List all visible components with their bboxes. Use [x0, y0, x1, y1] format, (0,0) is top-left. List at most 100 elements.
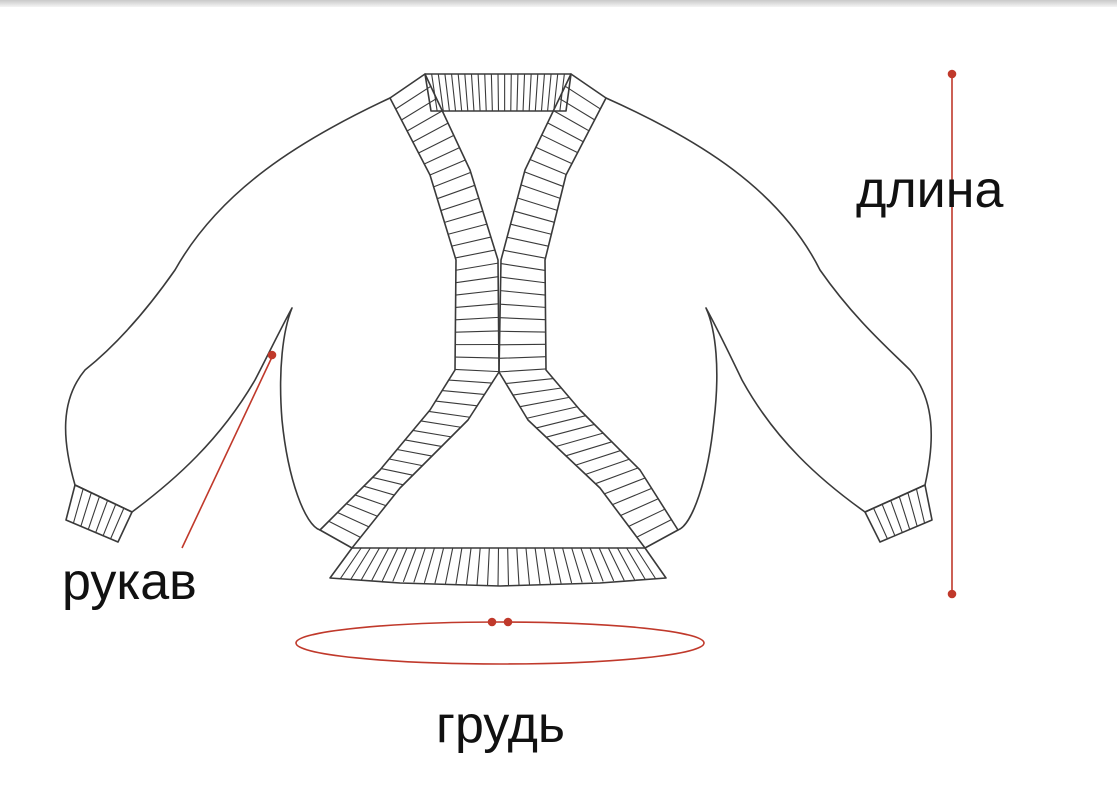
right-band-stripe [499, 290, 546, 296]
left-band-stripe [447, 223, 488, 235]
length-top-dot [947, 69, 957, 79]
hem-rib-stripe [516, 547, 520, 586]
right-band-stripe [547, 122, 584, 143]
hem-rib-stripe [392, 547, 408, 582]
right-band-stripe [503, 249, 547, 259]
right-band-stripe [506, 236, 549, 247]
chest-dot-left [487, 617, 497, 627]
hem-rib-stripe [626, 547, 646, 580]
right-band-stripe [499, 317, 547, 321]
hem-rib-stripe [598, 547, 615, 582]
neck-rib-stripe [450, 73, 457, 112]
left-band-stripe [418, 134, 455, 154]
right-body-sleeve [605, 97, 933, 531]
neck-rib-stripe [540, 73, 546, 112]
hem-rib-stripe [525, 547, 531, 586]
left-band-stripe [400, 98, 438, 121]
left-cuff-stripe [95, 499, 109, 534]
neck-rib-stripe [534, 73, 539, 112]
left-cuff-stripe [110, 507, 125, 540]
right-band-stripe [545, 423, 595, 438]
right-band-stripe [535, 415, 587, 429]
hem-rib-stripe [486, 547, 490, 586]
neck-rib-stripe [528, 73, 532, 112]
left-band-stripe [363, 485, 395, 496]
left-band-stripe [420, 420, 462, 428]
hem-rib-stripe [571, 547, 583, 583]
hem-rib-stripe [580, 547, 594, 583]
right-band-stripe [611, 487, 653, 506]
hem-rib-stripe [476, 547, 481, 586]
neck-rib-stripe [510, 73, 512, 112]
left-band-stripe [395, 85, 432, 110]
left-band-stripe [455, 289, 499, 296]
right-band-stripe [575, 449, 622, 466]
left-band-stripe [406, 110, 443, 132]
cardigan-outline [64, 73, 933, 587]
left-band-stripe [396, 448, 433, 457]
neck-rib-stripe [464, 73, 469, 112]
left-band-stripe [448, 379, 493, 384]
left-band-stripe [454, 356, 500, 359]
left-band-stripe [451, 236, 492, 247]
neck-rib-stripe [470, 73, 475, 112]
length-label: длина [856, 161, 1004, 219]
hem-rib-stripe [423, 547, 435, 583]
right-cuff-stripe [898, 496, 911, 530]
left-band-stripe [440, 197, 480, 212]
neck-rib-stripe [490, 73, 493, 112]
left-band-stripe [345, 503, 378, 517]
right-band-stripe [628, 508, 666, 527]
hem-rib-stripe [635, 547, 657, 580]
left-band-stripe [388, 458, 423, 467]
hem-rib-stripe [413, 547, 426, 583]
hem-rib-stripe [616, 547, 636, 581]
hem-rib-stripe [339, 547, 362, 580]
left-band-stripe [428, 410, 471, 418]
hem-rib-stripe [360, 547, 381, 581]
hem-rib-stripe [552, 547, 562, 584]
neck-rib-stripe [497, 73, 500, 112]
right-band-stripe [520, 184, 561, 199]
left-cuff-stripe [87, 496, 100, 530]
left-band-stripe [412, 429, 452, 438]
left-band-stripe [429, 159, 466, 176]
left-band-stripe [441, 389, 486, 396]
left-band-stripe [372, 476, 404, 486]
left-band-stripe [454, 330, 500, 333]
neck-rib-stripe [553, 73, 559, 112]
right-band-stripe [498, 356, 547, 359]
left-cuff-stripe [80, 492, 92, 527]
left-band-stripe [404, 439, 443, 447]
left-band-stripe [455, 276, 499, 284]
left-front-band [319, 73, 500, 549]
neck-rib-stripe [516, 73, 519, 112]
right-band-stripe [535, 146, 573, 165]
right-band-stripe [594, 467, 639, 485]
hem-rib-stripe [607, 547, 625, 581]
right-band-stripe [585, 458, 630, 475]
sleeve-dot [267, 350, 277, 360]
left-body-sleeve [64, 97, 391, 531]
right-cuff-stripe [907, 492, 918, 527]
right-band-stripe [500, 276, 546, 284]
right-band-stripe [552, 110, 590, 132]
left-band-stripe [454, 316, 500, 321]
chest-dot-right [503, 617, 513, 627]
right-band-stripe [564, 85, 601, 110]
left-band-stripe [380, 467, 414, 476]
right-band-stripe [500, 263, 546, 271]
right-band-stripe [541, 134, 579, 154]
left-cuff-stripe [102, 503, 117, 537]
hem-rib-stripe [381, 547, 399, 582]
right-band-stripe [510, 223, 552, 235]
rib-stripes [72, 73, 926, 587]
left-band-stripe [454, 368, 500, 373]
hem-rib-stripe [534, 547, 541, 585]
right-cuff-stripe [881, 503, 896, 537]
left-band-stripe [328, 520, 362, 538]
chest-ellipse [295, 621, 705, 665]
hem-rib-stripe [465, 547, 472, 585]
hem-rib-stripe [589, 547, 604, 582]
